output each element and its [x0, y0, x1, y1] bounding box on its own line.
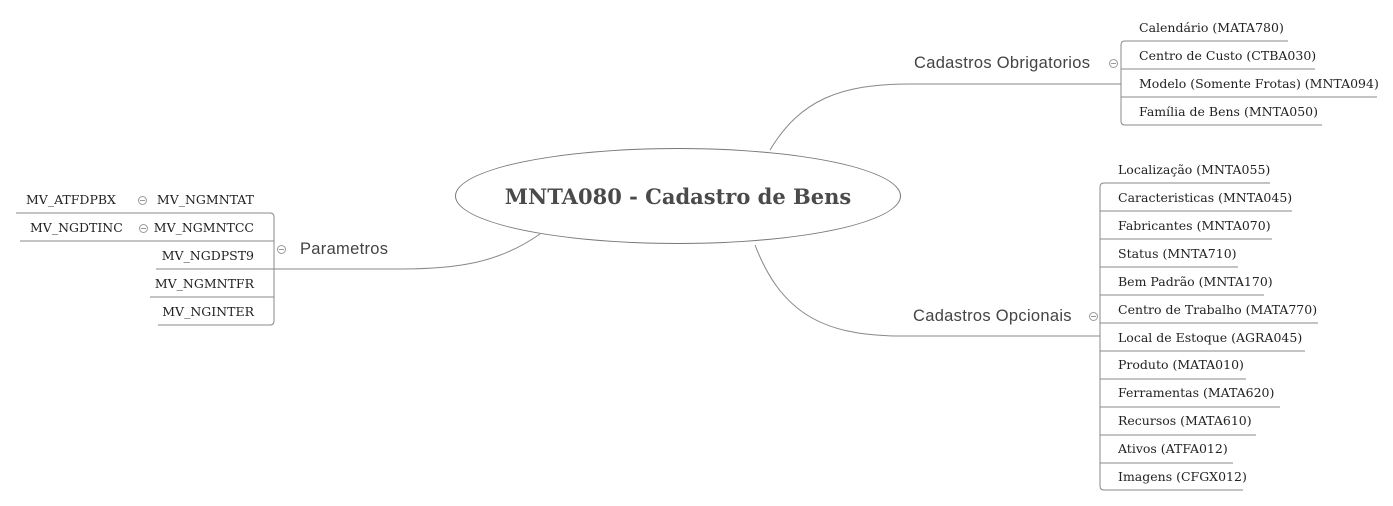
collapse-icon[interactable]	[138, 196, 147, 205]
node-modelo[interactable]: Modelo (Somente Frotas) (MNTA094)	[1139, 76, 1379, 91]
node-opcional[interactable]: Fabricantes (MNTA070)	[1118, 218, 1271, 233]
node-calendario[interactable]: Calendário (MATA780)	[1139, 20, 1284, 35]
node-familia-de-bens[interactable]: Família de Bens (MNTA050)	[1139, 104, 1318, 119]
node-opcional[interactable]: Imagens (CFGX012)	[1118, 469, 1247, 484]
central-topic-label: MNTA080 - Cadastro de Bens	[504, 183, 852, 209]
node-mv-ngdtinc[interactable]: MV_NGDTINC	[30, 220, 123, 235]
node-mv-ngdpst9[interactable]: MV_NGDPST9	[161, 248, 254, 263]
collapse-icon[interactable]	[1089, 312, 1098, 321]
branch-cadastros-opcionais[interactable]: Cadastros Opcionais	[913, 307, 1072, 325]
node-opcional[interactable]: Caracteristicas (MNTA045)	[1118, 190, 1293, 205]
node-centro-de-custo[interactable]: Centro de Custo (CTBA030)	[1139, 48, 1317, 63]
central-topic[interactable]: MNTA080 - Cadastro de Bens	[455, 148, 901, 244]
node-mv-nginter[interactable]: MV_NGINTER	[162, 304, 254, 319]
node-mv-ngmntcc[interactable]: MV_NGMNTCC	[153, 220, 254, 235]
node-opcional[interactable]: Local de Estoque (AGRA045)	[1118, 330, 1303, 345]
node-opcional[interactable]: Ativos (ATFA012)	[1118, 441, 1228, 456]
collapse-icon[interactable]	[277, 245, 286, 254]
branch-cadastros-obrigatorios[interactable]: Cadastros Obrigatorios	[914, 54, 1091, 72]
collapse-icon[interactable]	[139, 224, 148, 233]
branch-parametros[interactable]: Parametros	[300, 240, 389, 258]
node-opcional[interactable]: Status (MNTA710)	[1118, 246, 1237, 261]
node-mv-ngmntfr[interactable]: MV_NGMNTFR	[154, 276, 254, 291]
node-opcional[interactable]: Produto (MATA010)	[1118, 357, 1244, 372]
node-opcional[interactable]: Centro de Trabalho (MATA770)	[1118, 302, 1318, 317]
node-mv-ngmntat[interactable]: MV_NGMNTAT	[156, 192, 254, 207]
node-opcional[interactable]: Ferramentas (MATA620)	[1118, 385, 1275, 400]
node-opcional[interactable]: Bem Padrão (MNTA170)	[1118, 274, 1273, 289]
node-opcional[interactable]: Localização (MNTA055)	[1118, 162, 1271, 177]
node-opcional[interactable]: Recursos (MATA610)	[1118, 413, 1252, 428]
collapse-icon[interactable]	[1109, 59, 1118, 68]
node-mv-atfdpbx[interactable]: MV_ATFDPBX	[26, 192, 116, 207]
